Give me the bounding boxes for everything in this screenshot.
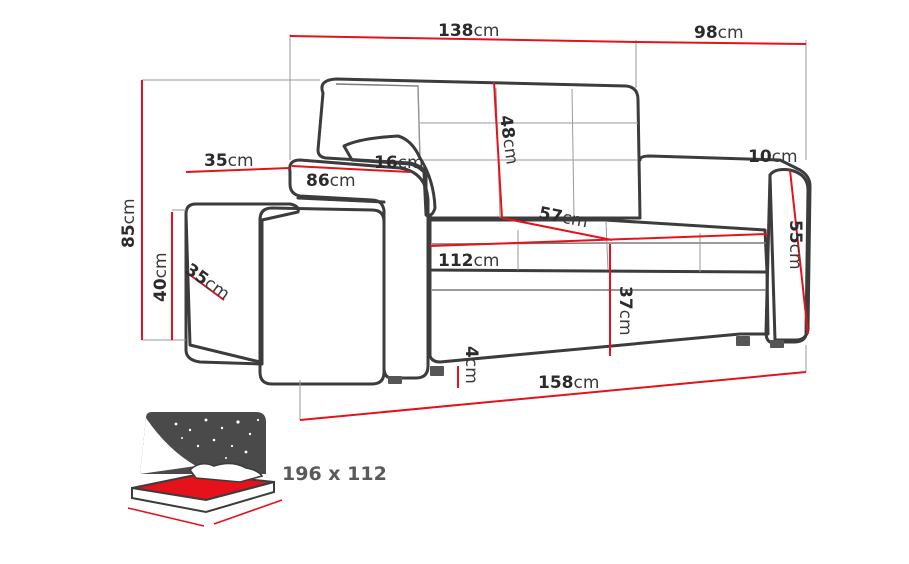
dimension-labels: 138cm 98cm 85cm 35cm 16cm 86cm 48cm 10cm… [119,21,805,393]
label-pouf-height: 40cm [151,252,171,302]
label-height-total: 85cm [119,198,139,248]
label-leg-height: 4cm [461,346,481,384]
label-arm-width: 16cm [374,153,424,173]
dimension-lines [141,35,809,421]
label-backrest-height: 48cm [495,114,522,166]
label-width-back: 138cm [438,21,499,41]
label-seat-width: 112cm [438,251,499,271]
label-seat-depth: 57cm [537,203,589,232]
bed-sleeping-area-icon [127,412,283,527]
label-pouf-width: 35cm [204,151,254,171]
label-arm-height: 55cm [785,220,805,270]
label-seat-height: 37cm [615,286,635,336]
extension-lines [142,34,807,420]
sleeping-area-label: 196 x 112 [282,463,387,485]
label-arm-depth: 86cm [306,171,356,191]
label-armrest-width: 10cm [748,147,798,167]
label-total-width: 158cm [538,373,599,393]
label-depth-arm: 98cm [694,23,744,43]
